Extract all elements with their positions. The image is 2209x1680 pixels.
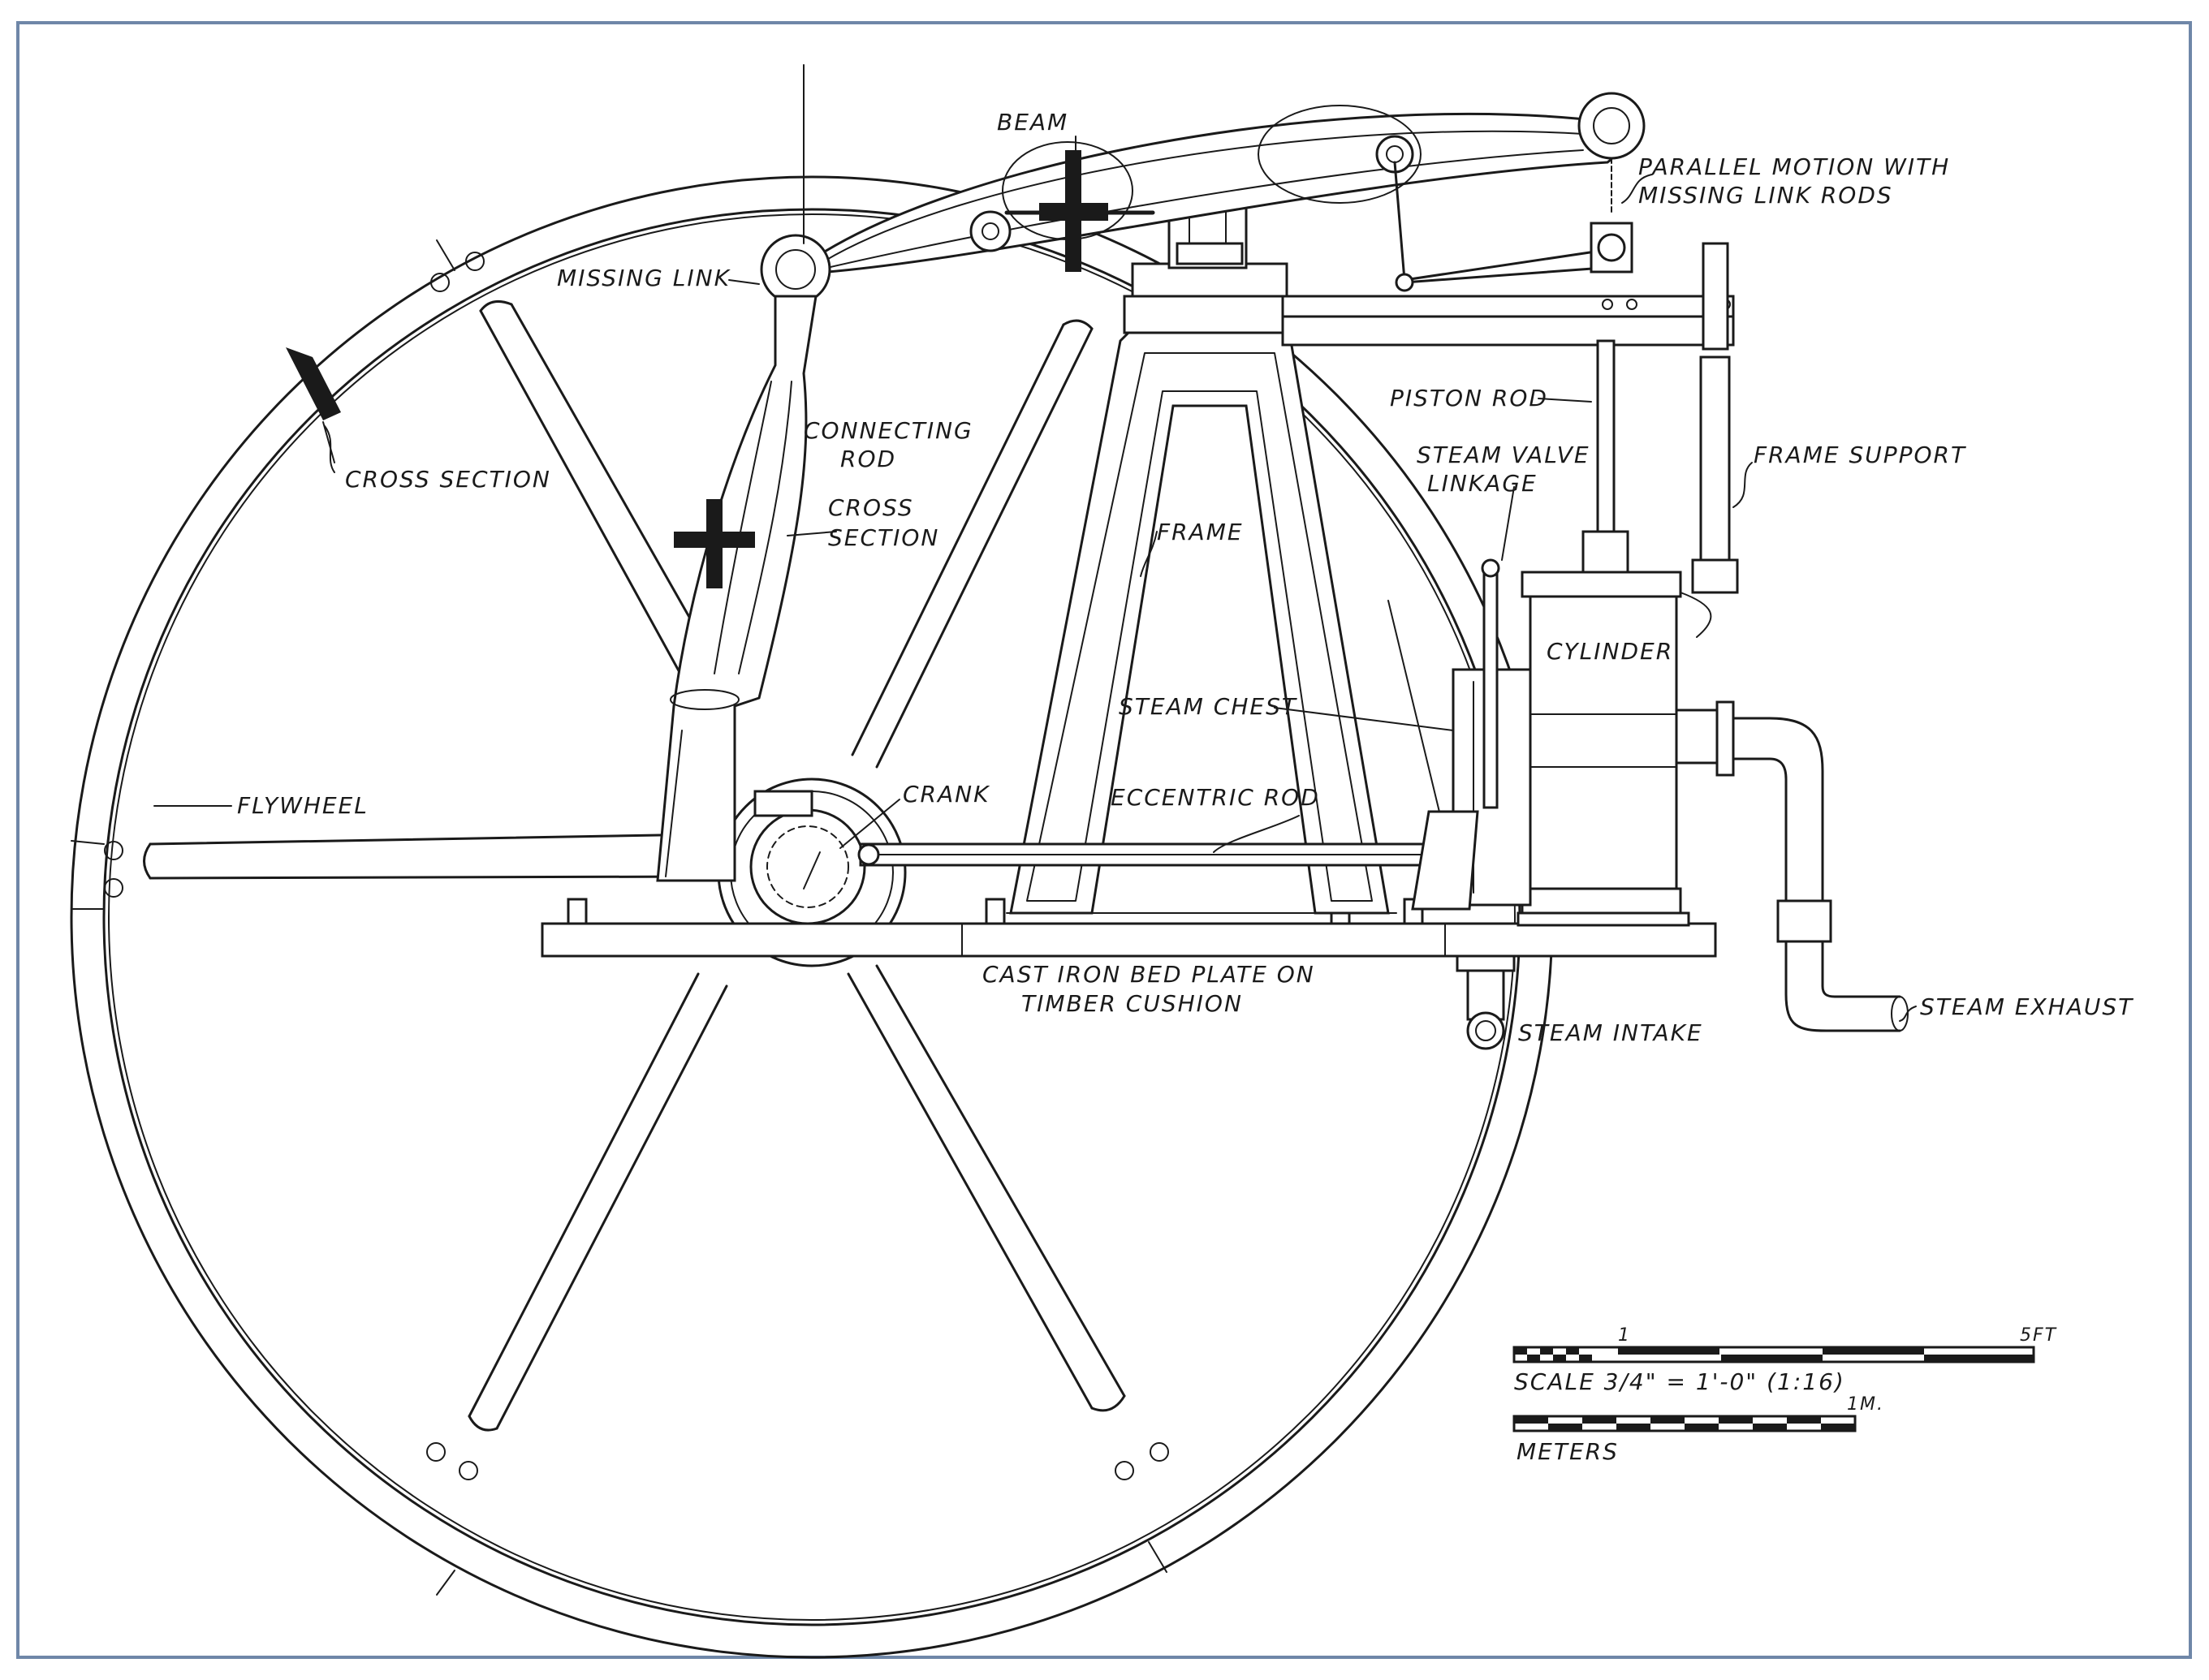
label-steam-valve-2: LINKAGE [1427,470,1538,497]
label-crank: CRANK [903,781,990,808]
frame [1006,262,1397,915]
label-steam-exhaust: STEAM EXHAUST [1920,993,2133,1020]
label-missing-link: MISSING LINK [557,265,731,291]
label-steam-intake: STEAM INTAKE [1518,1019,1703,1046]
label-bed-plate-1: CAST IRON BED PLATE ON [982,961,1315,988]
steam-exhaust-pipe [1732,717,1909,1032]
entablature [1281,295,1735,347]
connecting-rod [656,295,818,882]
label-flywheel: FLYWHEEL [237,792,369,819]
label-parallel-motion-2: MISSING LINK RODS [1638,182,1893,209]
sheet-border [16,21,2192,1659]
flywheel [70,175,1554,1659]
annotations: BEAM PARALLEL MOTION WITH MISSING LINK R… [237,109,2133,1046]
label-frame: FRAME [1157,519,1244,545]
scale-bar-feet: 1 5FT SCALE 3/4" = 1'-0" (1:16) [1512,1325,2057,1395]
label-bed-plate-2: TIMBER CUSHION [1021,990,1243,1017]
label-beam: BEAM [997,109,1068,136]
flywheel-spokes [143,299,1126,1432]
label-steam-valve-1: STEAM VALVE [1417,442,1590,468]
label-eccentric-rod: ECCENTRIC ROD [1111,784,1320,811]
label-connecting-rod-1: CONNECTING [804,417,973,444]
label-cylinder: CYLINDER [1547,638,1673,665]
label-cross-section-wheel: CROSS SECTION [345,466,551,493]
label-connecting-rod-2: ROD [840,446,896,472]
scale-meters-tick: 1M. [1847,1394,1884,1415]
label-parallel-motion-1: PARALLEL MOTION WITH [1638,153,1950,180]
parallel-motion [1393,157,1633,292]
scale-feet-tick-1: 1 [1618,1325,1631,1346]
scale-feet-tick-5: 5FT [2020,1325,2057,1346]
scale-feet-caption: SCALE 3/4" = 1'-0" (1:16) [1514,1368,1845,1395]
label-steam-chest: STEAM CHEST [1119,693,1297,720]
scale-meters-caption: METERS [1517,1438,1619,1465]
label-frame-support: FRAME SUPPORT [1754,442,1966,468]
label-piston-rod: PISTON ROD [1390,385,1548,411]
cylinder [1387,242,1739,927]
leader-lines [153,136,1917,1022]
scale-bar-meters: 1M. METERS [1512,1394,1884,1465]
bed-plate [541,883,1717,958]
label-cross-section-rod-1: CROSS [828,494,914,521]
label-cross-section-rod-2: SECTION [828,524,939,551]
eccentric-rod [857,842,1447,867]
beam [760,92,1646,305]
steam-intake-pipe [1456,954,1516,1050]
